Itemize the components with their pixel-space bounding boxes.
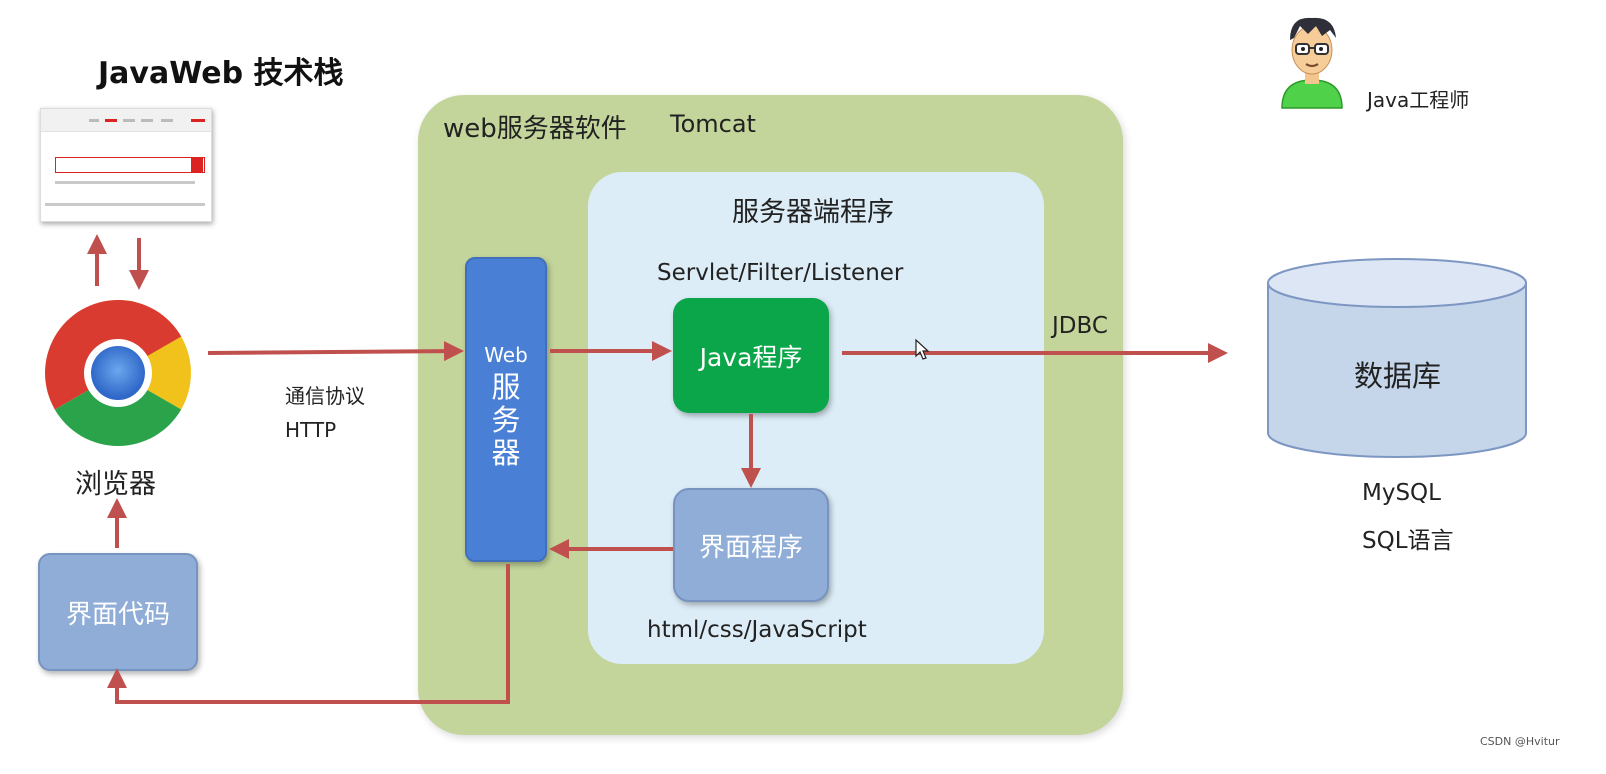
servlet-components-label: Servlet/Filter/Listener	[657, 260, 904, 286]
java-engineer-avatar-icon	[1281, 17, 1343, 109]
java-engineer-label: Java工程师	[1367, 88, 1470, 112]
sql-language-label: SQL语言	[1362, 528, 1454, 554]
jdbc-label: JDBC	[1052, 313, 1108, 339]
browser-label: 浏览器	[75, 469, 156, 500]
database-label: 数据库	[1354, 359, 1442, 393]
ui-program-box: 界面程序	[673, 488, 829, 602]
frontend-tech-label: html/css/JavaScript	[647, 617, 867, 643]
mysql-label: MySQL	[1362, 480, 1441, 506]
web-server-char: 服	[491, 370, 521, 404]
diagram-title: JavaWeb 技术栈	[98, 56, 344, 91]
protocol-label: 通信协议	[285, 384, 365, 408]
web-server-box: Web 服 务 器	[465, 257, 547, 562]
web-server-label-en: Web	[484, 343, 528, 367]
web-server-char: 器	[491, 436, 521, 470]
database-icon	[1267, 258, 1527, 458]
web-server-software-label: web服务器软件	[443, 114, 627, 144]
ui-code-box: 界面代码	[38, 553, 198, 671]
watermark: CSDN @Hvitur	[1480, 735, 1560, 748]
server-program-title: 服务器端程序	[732, 197, 894, 228]
java-program-box: Java程序	[673, 298, 829, 413]
browser-page-thumbnail	[40, 108, 212, 222]
tomcat-label: Tomcat	[670, 110, 756, 138]
chrome-browser-icon	[45, 300, 191, 446]
web-server-char: 务	[491, 403, 521, 437]
http-label: HTTP	[285, 418, 337, 442]
